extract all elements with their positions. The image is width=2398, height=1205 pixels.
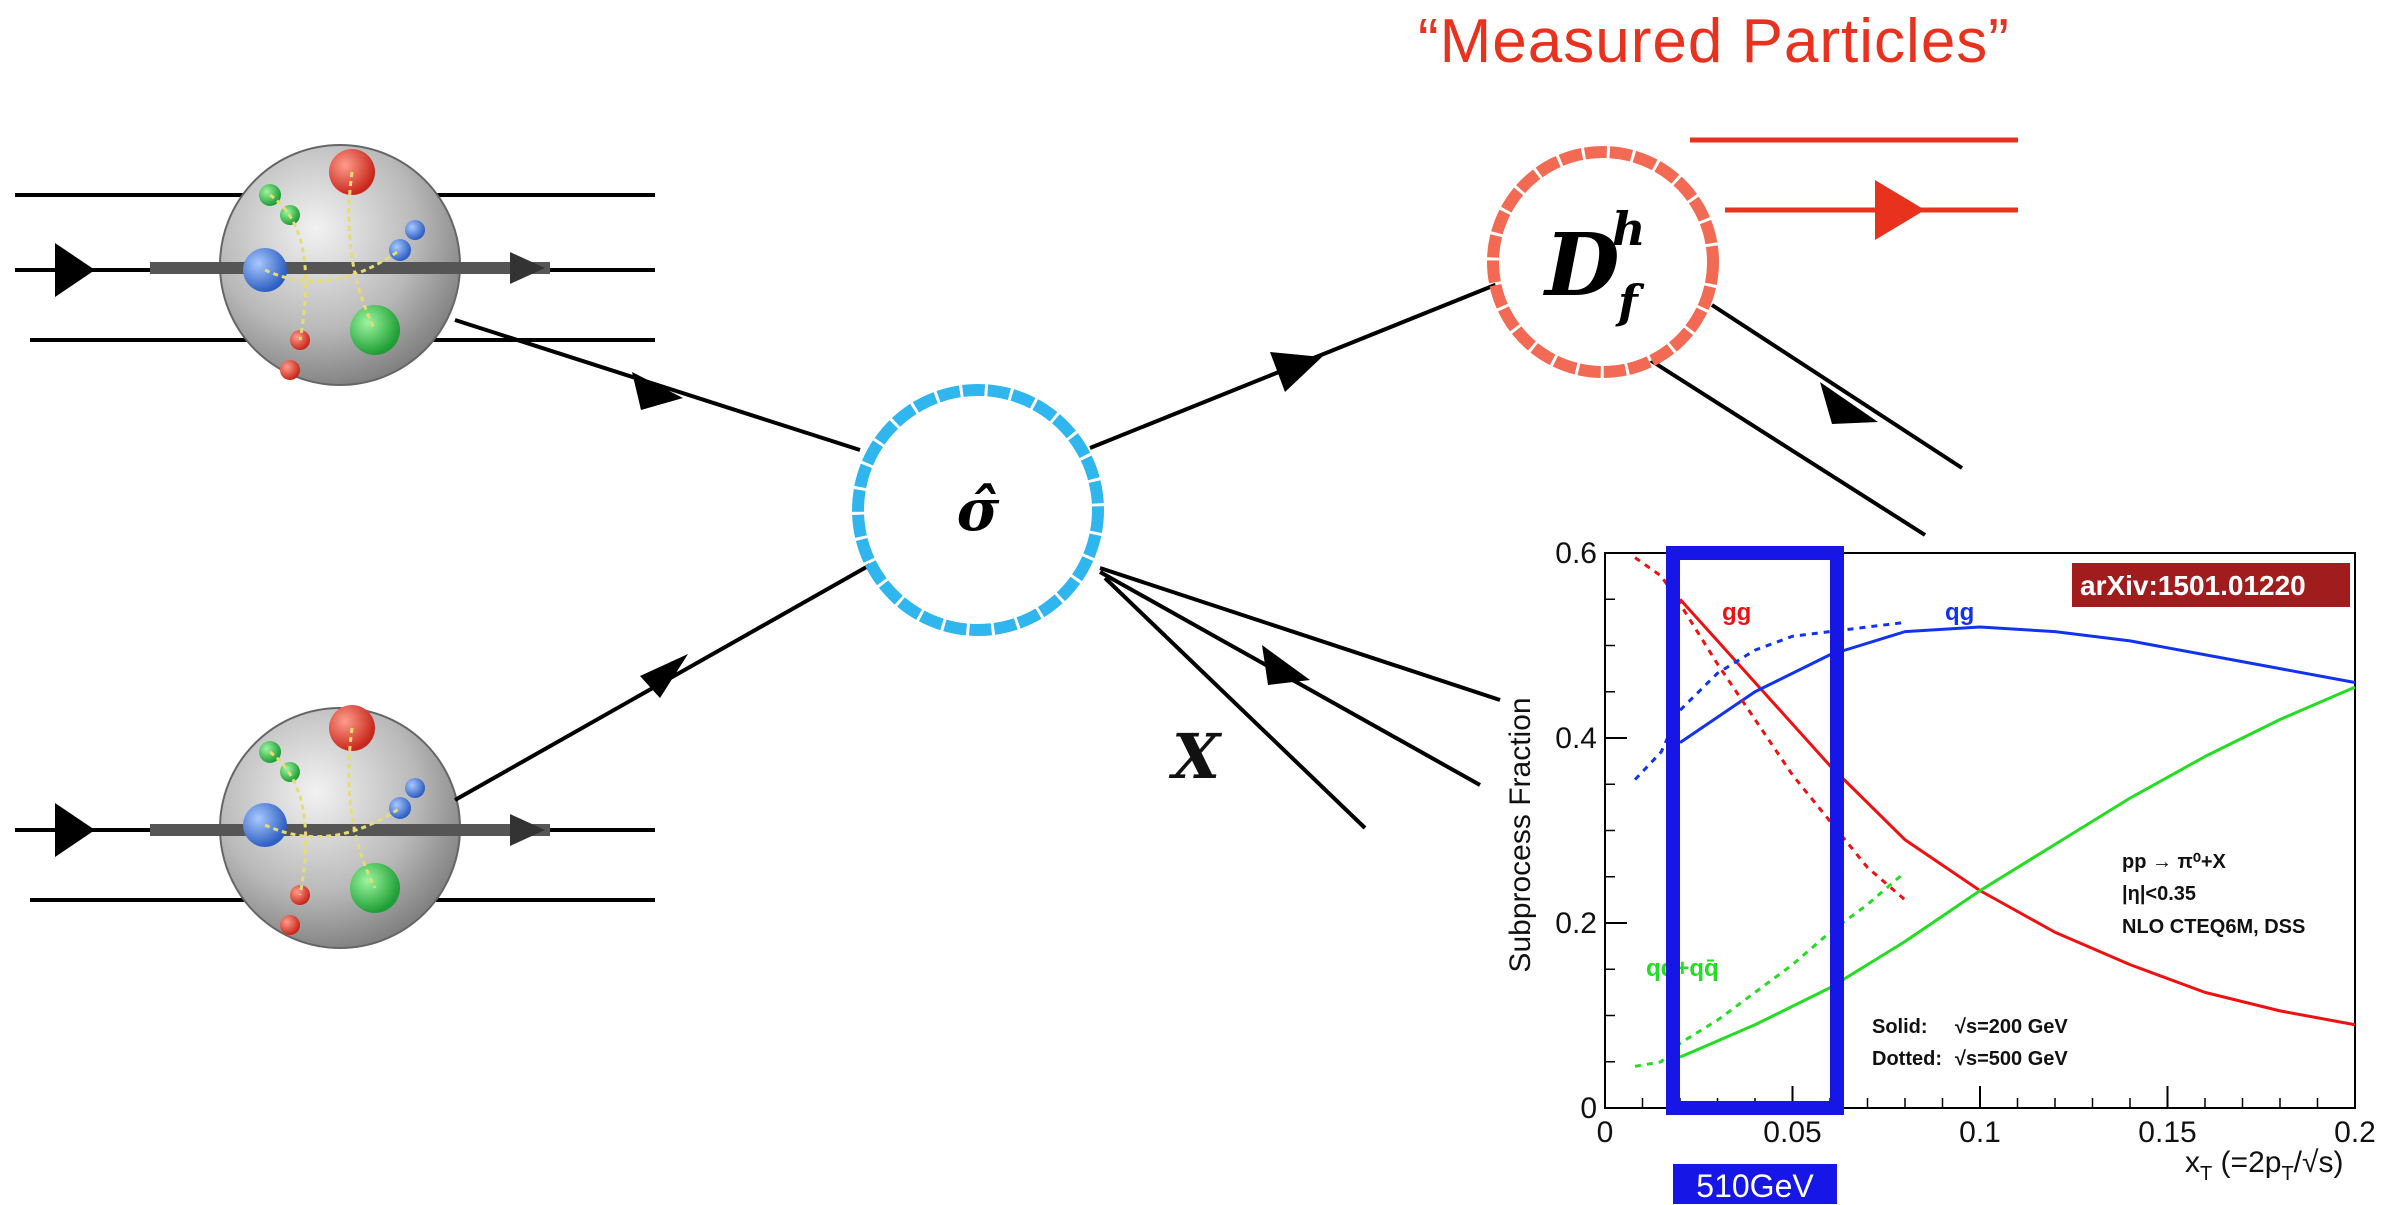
y-tick-label: 0.4 — [1555, 722, 1597, 755]
annotation-dotted-val: √s=500 GeV — [1955, 1048, 2068, 1070]
energy-highlight-label: 510GeV — [1696, 1168, 1814, 1204]
arxiv-badge-bg — [2072, 563, 2350, 607]
annotation-dotted-key: Dotted: — [1872, 1048, 1942, 1070]
x-tick-label: 0.15 — [2138, 1116, 2196, 1149]
frag-sup: h — [1612, 202, 1645, 256]
outgoing-lines — [1089, 281, 1964, 830]
x-recoil-label: X — [1168, 720, 1223, 793]
arxiv-badge: arXiv:1501.01220 — [2080, 570, 2306, 601]
energy-highlight-label-bg — [1673, 1164, 1837, 1204]
x-tick-label: 0 — [1597, 1116, 1614, 1149]
energy-highlight-box — [1666, 546, 1844, 1115]
y-axis-title: Subprocess Fraction — [1504, 697, 1537, 972]
subprocess-fraction-chart: 0 0.05 0.1 0.15 0.2 0 0.2 0.4 0.6 arXiv:1501.012… — [1504, 537, 2398, 1204]
proton-top-icon — [15, 144, 655, 386]
fragmentation-vertex: D h f — [1487, 146, 1719, 378]
annotation-process: pp → π⁰+X — [2122, 851, 2227, 873]
hard-process-vertex: σ̂ — [852, 384, 1104, 636]
incoming-parton-lines — [454, 318, 871, 802]
sigma-label: σ̂ — [957, 476, 1000, 544]
series-line-solid — [1679, 685, 2356, 1059]
annotation-eta: |η|<0.35 — [2122, 883, 2196, 905]
annotation-pdf: NLO CTEQ6M, DSS — [2122, 916, 2305, 938]
series-label-gg: gg — [1722, 599, 1751, 626]
y-tick-label: 0.2 — [1555, 907, 1597, 940]
measured-particle-lines — [1690, 137, 2018, 240]
series-label-qg: qg — [1945, 599, 1974, 626]
x-tick-label: 0.05 — [1763, 1116, 1821, 1149]
series-line-solid — [1679, 625, 2356, 744]
y-tick-label: 0 — [1580, 1092, 1597, 1125]
proton-bottom-icon — [15, 705, 655, 949]
frag-main: D — [1542, 215, 1620, 316]
y-tick-label: 0.6 — [1555, 537, 1597, 570]
annotation-solid-val: √s=200 GeV — [1955, 1016, 2068, 1038]
annotation-solid-key: Solid: — [1872, 1016, 1928, 1038]
x-axis-title: xT (=2pT/√s) — [2185, 1146, 2343, 1185]
x-tick-label: 0.2 — [2334, 1116, 2376, 1149]
diagram-title: “Measured Particles” — [1418, 7, 2010, 76]
x-tick-label: 0.1 — [1959, 1116, 2001, 1149]
series-label-qq: qq+qq̄ — [1646, 955, 1719, 982]
series-line-solid — [1678, 598, 2356, 1027]
